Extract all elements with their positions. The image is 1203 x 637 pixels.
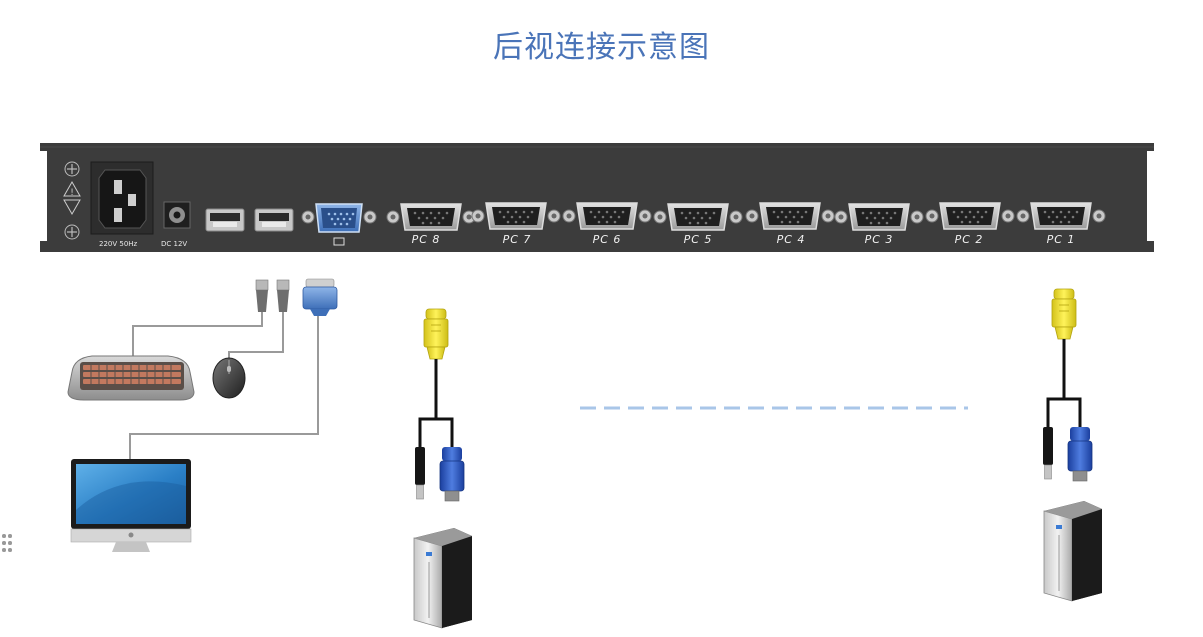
port-label-pc-1: PC 1 bbox=[1046, 233, 1076, 246]
page-title: 后视连接示意图 bbox=[493, 30, 710, 65]
console-cables bbox=[129, 310, 319, 460]
port-label-pc-3: PC 3 bbox=[864, 233, 894, 246]
console-vga-port bbox=[301, 203, 377, 246]
ground-screw-icon bbox=[64, 161, 80, 177]
usb-plug-icon bbox=[276, 279, 290, 312]
dc-power-jack bbox=[163, 201, 191, 229]
mouse-icon bbox=[212, 357, 246, 399]
vga-plug-icon bbox=[302, 278, 338, 316]
port-label-pc-5: PC 5 bbox=[683, 233, 713, 246]
usb-port bbox=[205, 208, 245, 232]
port-label-pc-4: PC 4 bbox=[776, 233, 806, 246]
kvm-cable-icon bbox=[413, 307, 466, 503]
pc-tower-icon bbox=[413, 527, 473, 629]
port-label-pc-2: PC 2 bbox=[954, 233, 984, 246]
svg-text:!: ! bbox=[70, 188, 74, 198]
warning-icon: ! bbox=[63, 180, 81, 216]
monitor-icon bbox=[70, 459, 192, 552]
ground-screw-icon bbox=[64, 224, 80, 240]
power-label: 220V 50Hz bbox=[99, 240, 138, 248]
usb-port bbox=[254, 208, 294, 232]
keyboard-icon bbox=[67, 355, 195, 401]
drag-handle-icon[interactable] bbox=[2, 534, 14, 560]
pc-tower-icon bbox=[1043, 500, 1103, 602]
usb-plug-icon bbox=[255, 279, 269, 312]
kvm-cable-icon bbox=[1041, 287, 1094, 483]
port-label-pc-7: PC 7 bbox=[502, 233, 532, 246]
ac-power-socket bbox=[90, 161, 154, 235]
dc-label: DC 12V bbox=[161, 240, 188, 248]
port-label-pc-8: PC 8 bbox=[411, 233, 441, 246]
port-label-pc-6: PC 6 bbox=[592, 233, 622, 246]
